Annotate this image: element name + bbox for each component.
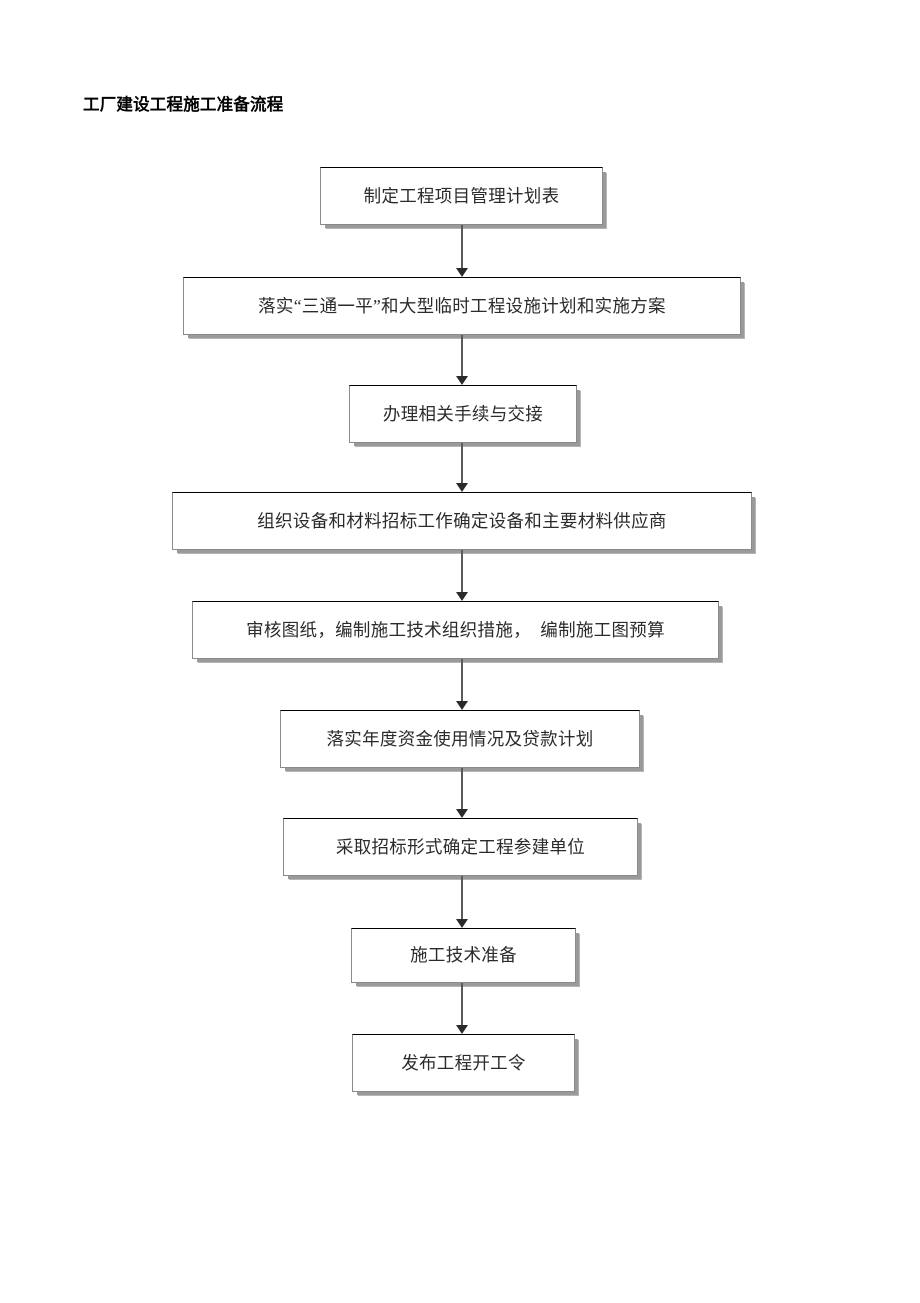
arrowhead-down-icon: [456, 592, 468, 601]
flow-node-n4: 组织设备和材料招标工作确定设备和主要材料供应商: [172, 492, 752, 550]
page-title: 工厂建设工程施工准备流程: [83, 96, 284, 114]
connector-line: [461, 876, 463, 920]
flow-connector-arrow: [454, 876, 470, 928]
flow-node-label: 采取招标形式确定工程参建单位: [335, 836, 586, 857]
connector-line: [461, 443, 463, 484]
flow-node-n5: 审核图纸，编制施工技术组织措施， 编制施工图预算: [192, 601, 719, 659]
flow-node-n3: 办理相关手续与交接: [349, 385, 577, 443]
arrowhead-down-icon: [456, 809, 468, 818]
flow-node-label: 发布工程开工令: [401, 1052, 526, 1073]
flow-node-label: 制定工程项目管理计划表: [363, 185, 560, 206]
flow-node-n9: 发布工程开工令: [352, 1034, 575, 1092]
flow-node-label: 施工技术准备: [410, 945, 517, 965]
arrowhead-down-icon: [456, 919, 468, 928]
flow-node-n8: 施工技术准备: [351, 928, 576, 983]
arrowhead-down-icon: [456, 268, 468, 277]
connector-line: [461, 659, 463, 702]
flow-connector-arrow: [454, 443, 470, 492]
connector-line: [461, 768, 463, 810]
arrowhead-down-icon: [456, 483, 468, 492]
flow-node-label: 审核图纸，编制施工技术组织措施， 编制施工图预算: [246, 619, 665, 640]
flow-connector-arrow: [454, 659, 470, 710]
flow-node-label: 组织设备和材料招标工作确定设备和主要材料供应商: [257, 510, 667, 531]
arrowhead-down-icon: [456, 376, 468, 385]
connector-line: [461, 983, 463, 1026]
connector-line: [461, 550, 463, 593]
flow-connector-arrow: [454, 225, 470, 277]
connector-line: [461, 225, 463, 269]
flow-node-n7: 采取招标形式确定工程参建单位: [283, 818, 638, 876]
connector-line: [461, 335, 463, 377]
flow-node-n2: 落实“三通一平”和大型临时工程设施计划和实施方案: [183, 277, 741, 335]
flow-node-label: 落实年度资金使用情况及贷款计划: [326, 728, 594, 749]
flow-connector-arrow: [454, 335, 470, 385]
flow-connector-arrow: [454, 983, 470, 1034]
arrowhead-down-icon: [456, 1025, 468, 1034]
flow-node-n1: 制定工程项目管理计划表: [320, 167, 603, 225]
arrowhead-down-icon: [456, 701, 468, 710]
flow-connector-arrow: [454, 550, 470, 601]
flow-node-label: 落实“三通一平”和大型临时工程设施计划和实施方案: [258, 295, 666, 316]
flow-connector-arrow: [454, 768, 470, 818]
flow-node-label: 办理相关手续与交接: [382, 403, 544, 424]
flow-node-n6: 落实年度资金使用情况及贷款计划: [280, 710, 640, 768]
